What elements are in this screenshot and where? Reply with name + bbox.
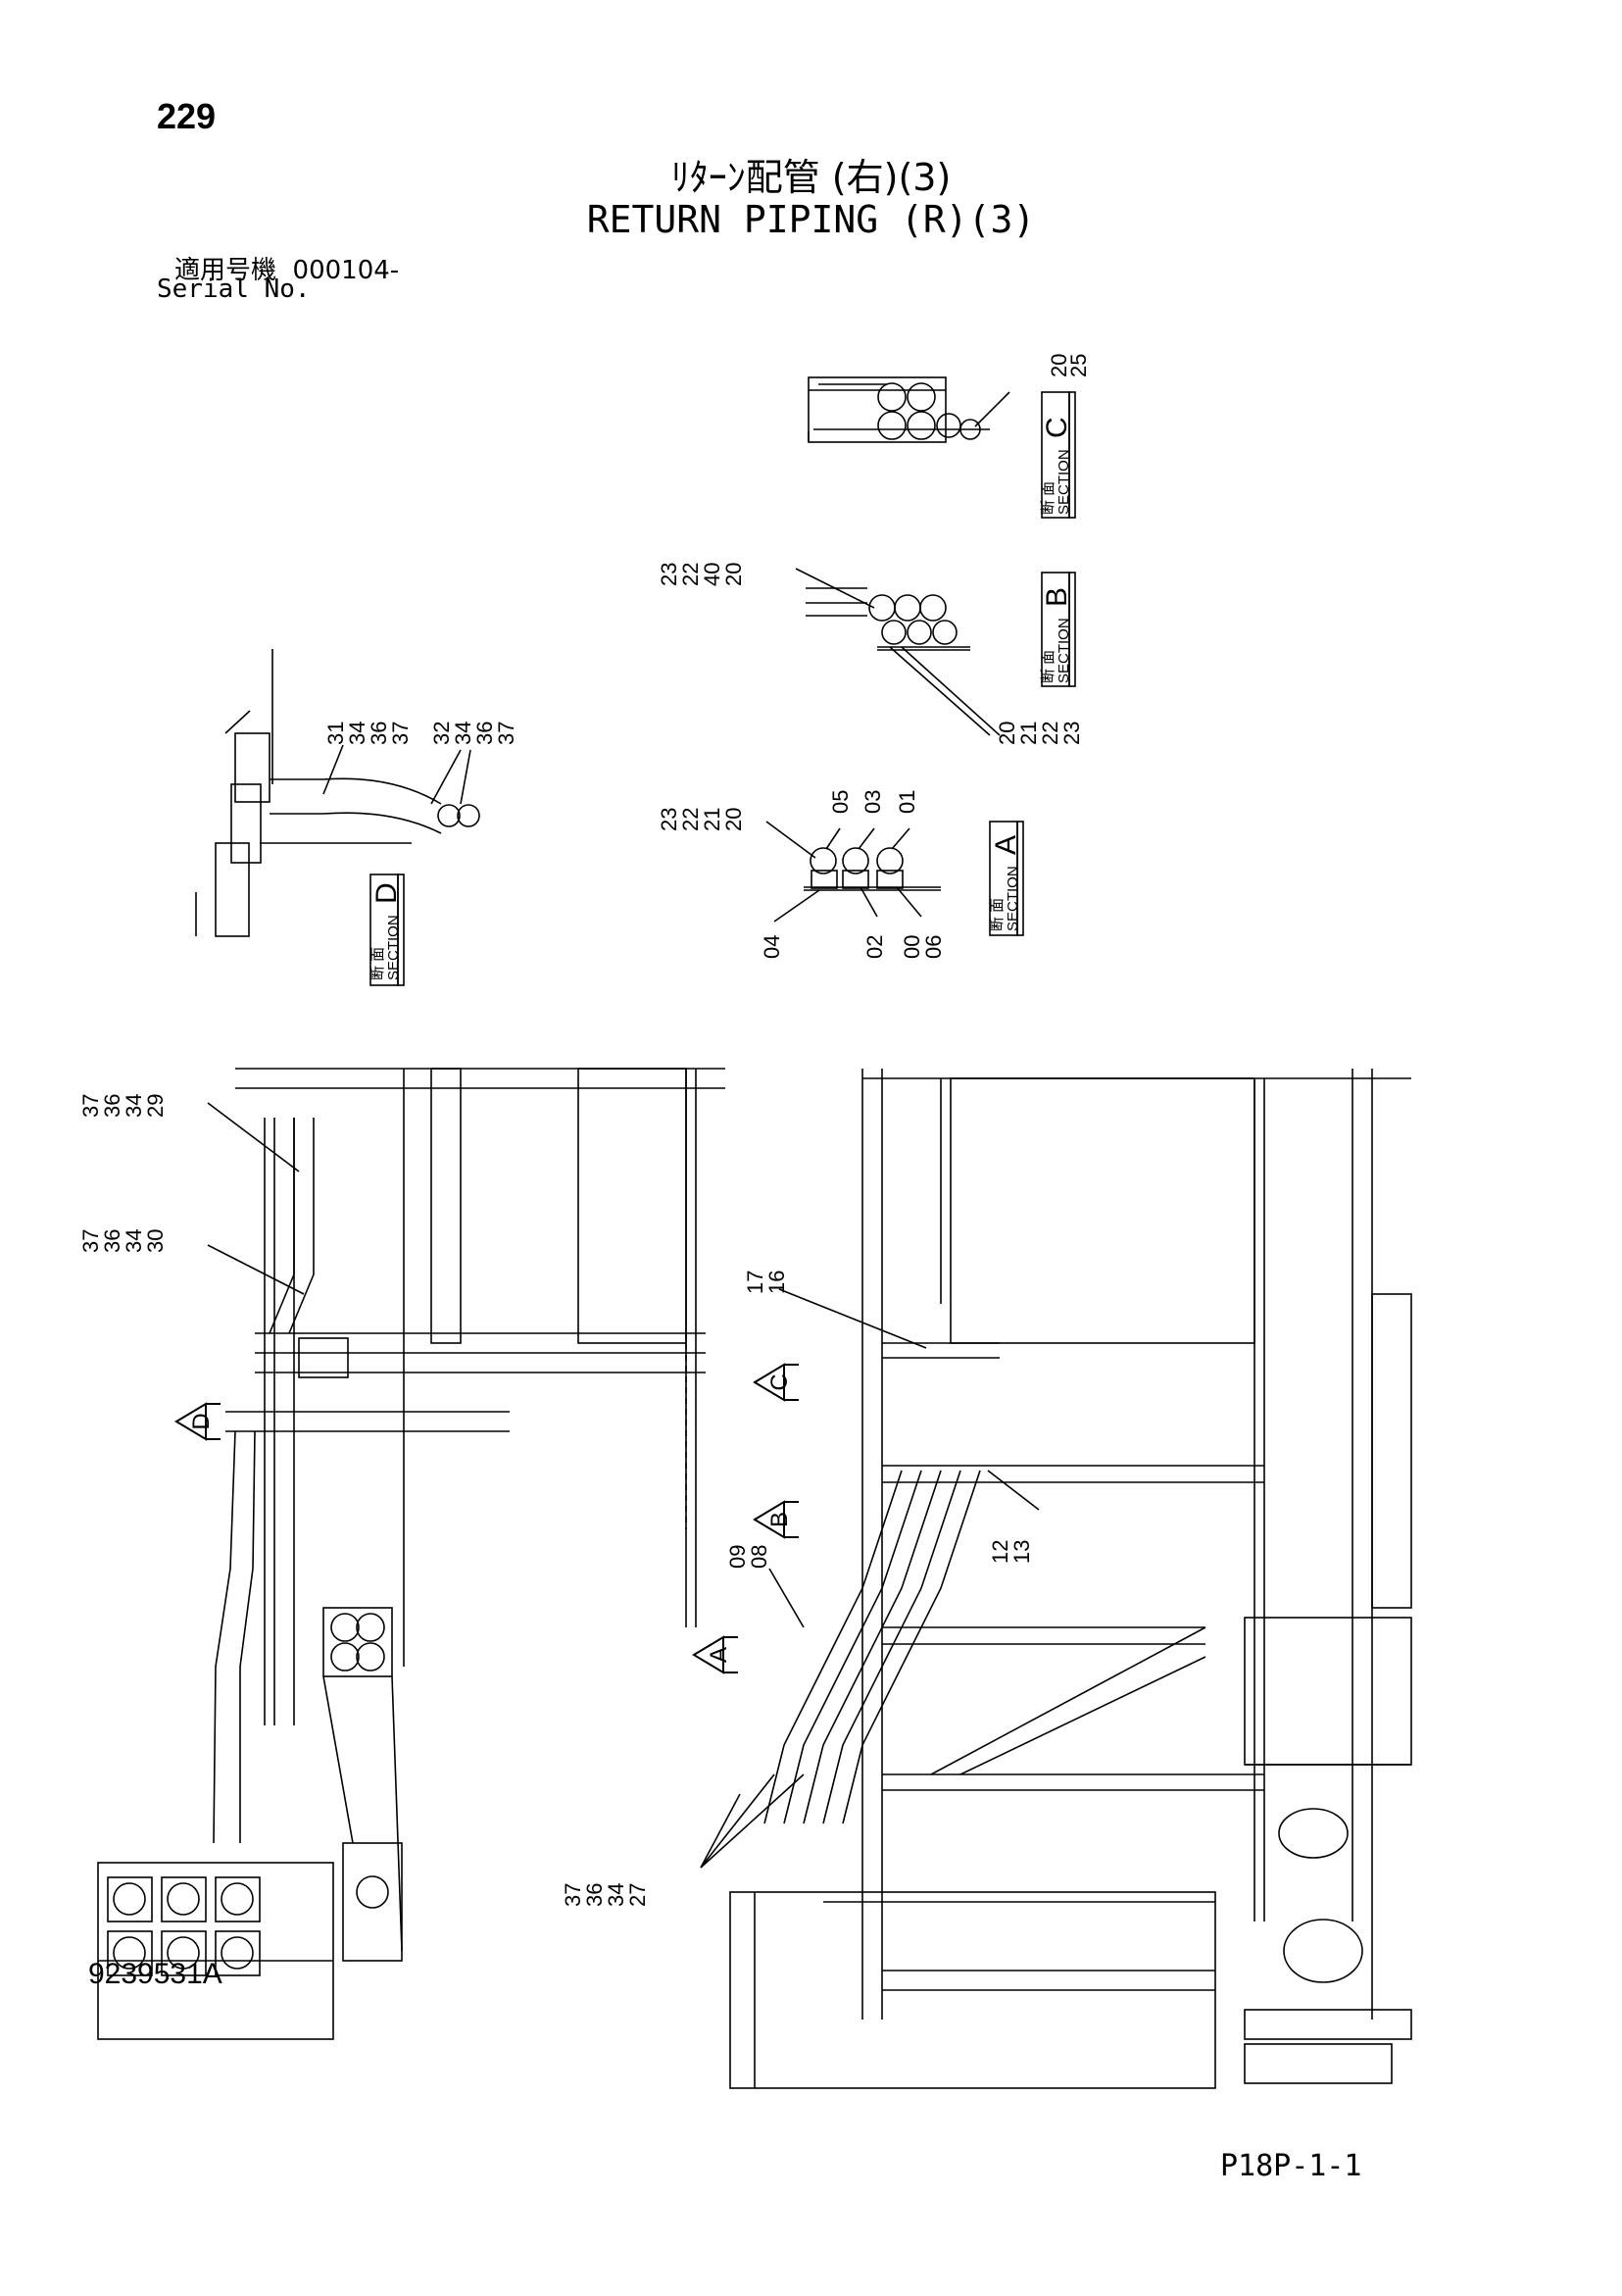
section-b-label-en: SECTION <box>1056 618 1072 683</box>
section-d-view <box>195 649 480 986</box>
callout-main-27-0: 37 <box>561 1883 585 1907</box>
callout-main-27-3: 27 <box>625 1883 650 1907</box>
callout-a-bot2-0: 02 <box>862 935 887 959</box>
section-d-label-jp: 断 面 <box>369 947 386 980</box>
callout-main-29-3: 29 <box>143 1094 168 1118</box>
document-number: 9239531A <box>88 1958 222 1990</box>
callout-main-30-1: 36 <box>100 1229 124 1253</box>
callout-a-bot1-0: 04 <box>760 935 784 959</box>
callout-main-17-16-1: 16 <box>764 1271 789 1294</box>
callout-d-group1-3: 37 <box>388 722 413 745</box>
callout-main-29-0: 37 <box>78 1094 103 1118</box>
callout-main-09-08-1: 08 <box>747 1545 771 1569</box>
section-d-letter: D <box>370 882 403 904</box>
view-marker-d: D <box>174 1402 221 1441</box>
callout-b-bottom-2: 22 <box>1038 722 1062 745</box>
callout-main-12-13-1: 13 <box>1009 1540 1034 1564</box>
view-marker-a-letter: A <box>706 1647 732 1663</box>
callout-c-20-25-1: 25 <box>1066 354 1091 377</box>
main-assembly-view <box>97 1068 1412 2089</box>
callout-a-left-2: 21 <box>700 808 724 831</box>
callout-main-17-16-0: 17 <box>743 1271 767 1294</box>
section-a-label: 断 面 SECTION A <box>989 835 1022 931</box>
callout-main-29-2: 34 <box>122 1094 146 1118</box>
callout-b-top-0: 23 <box>657 563 681 586</box>
section-d-label-en: SECTION <box>385 915 402 980</box>
serial-value: 000104- <box>292 256 400 285</box>
callout-main-27-2: 34 <box>604 1883 628 1907</box>
section-a-label-jp: 断 面 <box>989 898 1006 931</box>
serial-label-english: Serial No. <box>157 275 311 304</box>
callout-a-left-3: 20 <box>721 808 746 831</box>
callout-main-12-13-0: 12 <box>988 1540 1012 1564</box>
callout-main-30-3: 30 <box>143 1229 168 1253</box>
callout-b-bottom-1: 21 <box>1016 722 1041 745</box>
section-c-letter: C <box>1041 417 1073 438</box>
section-c-label-en: SECTION <box>1056 449 1072 515</box>
view-marker-a: A <box>692 1635 738 1674</box>
callout-a-bot3-1: 06 <box>921 935 946 959</box>
view-marker-d-letter: D <box>188 1413 215 1429</box>
callout-a-top3-0: 01 <box>895 790 919 814</box>
callout-d-group2-2: 36 <box>472 722 497 745</box>
callout-main-29-1: 36 <box>100 1094 124 1118</box>
callout-d-group2-0: 32 <box>429 722 454 745</box>
callout-d-group2-1: 34 <box>451 722 475 745</box>
callout-b-top-1: 22 <box>678 563 703 586</box>
view-marker-c-letter: C <box>766 1373 793 1390</box>
callout-main-30-2: 34 <box>122 1229 146 1253</box>
callout-d-group2-3: 37 <box>494 722 518 745</box>
section-b-view <box>795 568 1076 736</box>
leader-lines <box>207 1102 1040 1869</box>
reference-code: P18P-1-1 <box>1220 2149 1362 2183</box>
callout-a-top2-0: 03 <box>860 790 885 814</box>
section-a-letter: A <box>990 835 1022 855</box>
callout-main-09-08-0: 09 <box>725 1545 750 1569</box>
title-english: RETURN PIPING (R)(3) <box>586 198 1036 241</box>
serial-label-jp-text: 適用号機 <box>174 256 277 285</box>
callout-a-bot3-0: 00 <box>900 935 924 959</box>
callout-a-left-0: 23 <box>657 808 681 831</box>
callout-a-top1-0: 05 <box>828 790 853 814</box>
callout-d-group1-1: 34 <box>345 722 369 745</box>
callout-b-top-3: 20 <box>721 563 746 586</box>
callout-c-20-25-0: 20 <box>1047 354 1071 377</box>
callout-d-group1-0: 31 <box>323 722 348 745</box>
view-marker-b: B <box>753 1500 799 1539</box>
callout-b-bottom-0: 20 <box>995 722 1019 745</box>
section-a-label-en: SECTION <box>1005 866 1021 931</box>
title-japanese: ﾘﾀｰﾝ配管 (右)(3) <box>670 156 952 199</box>
view-marker-c: C <box>753 1363 799 1402</box>
section-c-view <box>808 376 1076 519</box>
callout-b-bottom-3: 23 <box>1059 722 1084 745</box>
serial-label-japanese: 適用号機 000104- <box>174 250 399 286</box>
callout-main-30-0: 37 <box>78 1229 103 1253</box>
section-b-label: 断 面 SECTION B <box>1040 587 1073 683</box>
section-b-label-jp: 断 面 <box>1040 650 1057 683</box>
section-c-label-jp: 断 面 <box>1040 481 1057 515</box>
callout-b-top-2: 40 <box>700 563 724 586</box>
page-number: 229 <box>157 96 217 136</box>
callout-main-27-1: 36 <box>582 1883 607 1907</box>
section-d-label: 断 面 SECTION D <box>369 882 403 980</box>
section-c-label: 断 面 SECTION C <box>1040 417 1073 515</box>
callout-d-group1-2: 36 <box>367 722 391 745</box>
section-a-view <box>765 821 1024 936</box>
callout-a-left-1: 22 <box>678 808 703 831</box>
view-marker-b-letter: B <box>766 1512 793 1527</box>
section-b-letter: B <box>1041 587 1073 607</box>
